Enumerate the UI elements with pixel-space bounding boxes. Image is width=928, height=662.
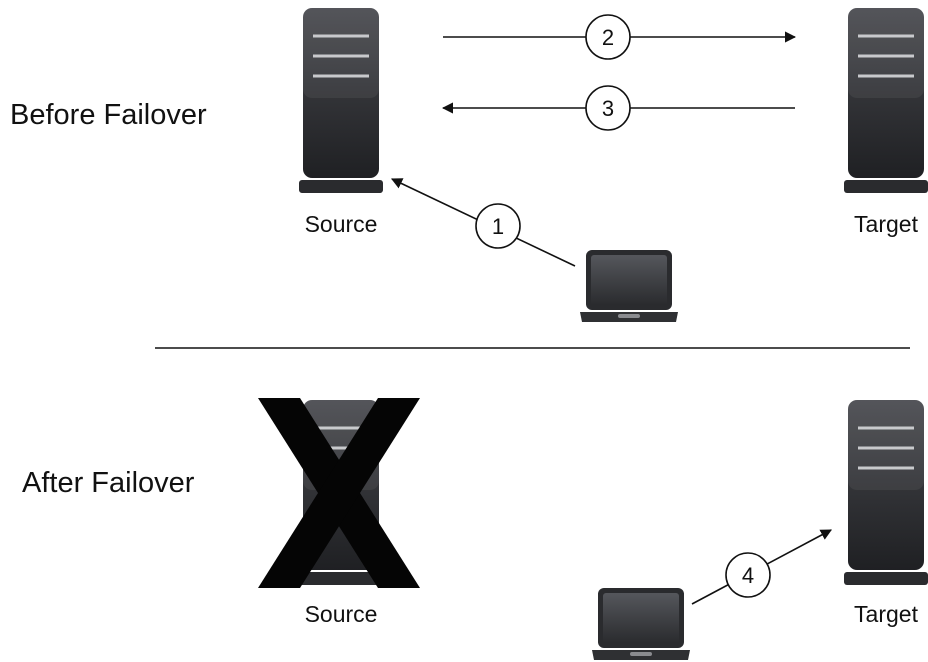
svg-text:1: 1 bbox=[492, 214, 504, 239]
source-server-icon bbox=[297, 6, 385, 195]
before-failover-title: Before Failover bbox=[10, 99, 207, 131]
step-2-badge: 2 bbox=[585, 14, 631, 60]
step-4-badge: 4 bbox=[725, 552, 771, 598]
svg-text:2: 2 bbox=[602, 25, 614, 50]
before-source-label: Source bbox=[305, 211, 378, 237]
after-failover-title: After Failover bbox=[22, 467, 195, 499]
step-3-badge: 3 bbox=[585, 85, 631, 131]
after-source-label: Source bbox=[305, 601, 378, 627]
client-laptop-icon bbox=[580, 250, 678, 322]
x-mark-icon bbox=[258, 398, 420, 588]
before-target-label: Target bbox=[854, 211, 919, 237]
svg-text:3: 3 bbox=[602, 96, 614, 121]
target-server-icon bbox=[842, 6, 928, 195]
step-1-badge: 1 bbox=[475, 203, 521, 249]
new-primary-target-server-icon bbox=[842, 398, 928, 587]
svg-text:4: 4 bbox=[742, 563, 754, 588]
after-target-label: Target bbox=[854, 601, 919, 627]
client-laptop-icon bbox=[592, 588, 690, 660]
